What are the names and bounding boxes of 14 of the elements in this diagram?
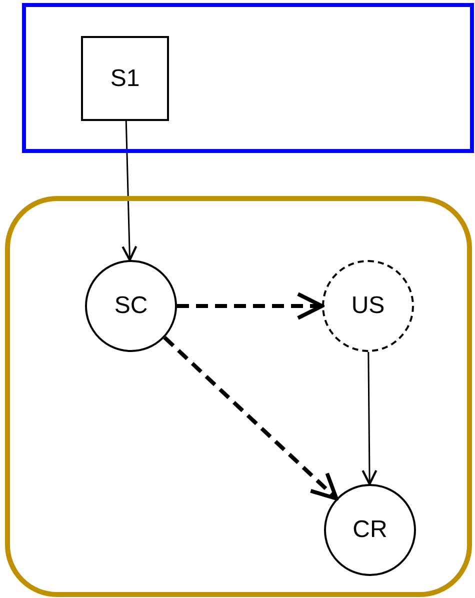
circle-node xyxy=(322,260,414,352)
node-label: S1 xyxy=(110,64,140,92)
arrow xyxy=(177,292,324,320)
arrow xyxy=(362,352,378,486)
node-label: US xyxy=(351,292,385,320)
node-label: SC xyxy=(114,292,148,320)
square-node xyxy=(81,36,169,121)
group-frame xyxy=(22,3,474,153)
circle-node xyxy=(85,260,177,352)
arrow xyxy=(122,120,138,262)
node-label: CR xyxy=(352,516,388,544)
group-frame xyxy=(5,196,472,597)
arrow xyxy=(163,336,338,500)
circle-node xyxy=(324,484,416,576)
